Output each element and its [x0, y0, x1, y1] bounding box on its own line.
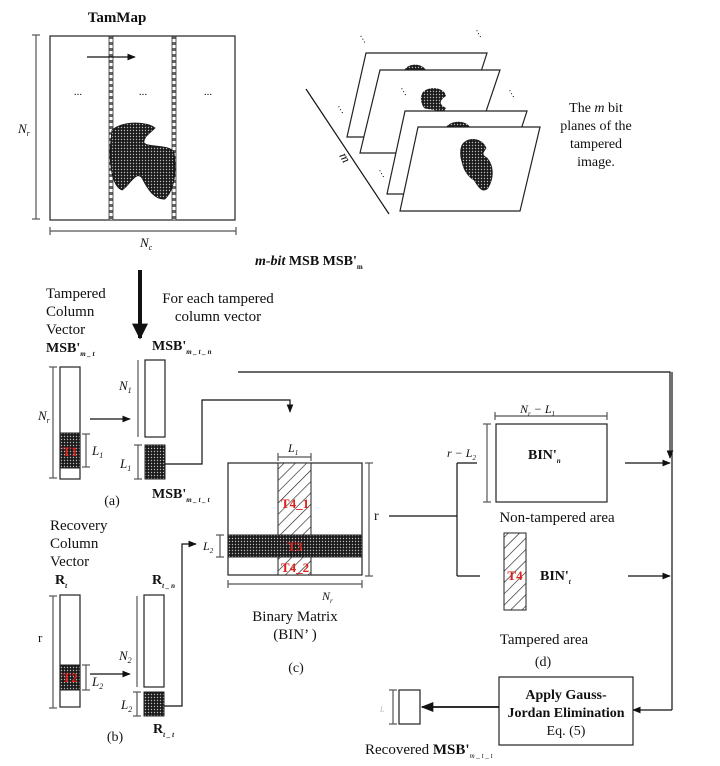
t2-label: T2: [62, 670, 77, 685]
panel-d-label: (d): [535, 655, 552, 670]
non-tampered-caption: Non-tampered area: [499, 510, 615, 526]
recovery-label-line1: Recovery: [50, 518, 108, 534]
tammap-dots-3: ...: [204, 86, 213, 98]
recovered-group: L Recovered MSB'm _ t _ t: [365, 689, 494, 760]
nr-label-a: Nr: [37, 408, 51, 425]
binary-matrix-caption1: Binary Matrix: [252, 609, 338, 625]
t4-2-label: T4_2: [281, 560, 309, 575]
bitplanes-group: m ··· ··· ··· ··· ··· ··· The m bit plan…: [305, 27, 632, 215]
r-label-b: r: [38, 630, 43, 645]
tampered-region: [109, 122, 176, 200]
bitplanes-caption-line4: image.: [577, 155, 615, 170]
t2-block: [59, 664, 81, 691]
msb-top-name: MSB'm _ t _ n: [152, 339, 212, 356]
connector-a-to-gauss: [238, 371, 674, 459]
r-top-name: Rt _ n: [152, 573, 175, 590]
ellipsis-3: ···: [333, 103, 348, 117]
tammap-rows-label: Nr: [17, 121, 31, 138]
gauss-jordan-box: [498, 676, 634, 746]
tampered-label-line1: Tampered: [46, 286, 106, 302]
tammap-group: TamMap ... ... ... Nr Nc: [17, 10, 237, 252]
panel-c-label: (c): [288, 661, 304, 676]
r-nontampered-vector: [143, 594, 165, 688]
tampered-vector-name: MSB'm _ t: [46, 341, 96, 358]
l2-label-b: L2: [91, 674, 103, 691]
ellipsis-2: ···: [471, 27, 486, 41]
t4-label: T4: [507, 568, 523, 583]
n2-label: N2: [118, 648, 132, 665]
panel-a-label: (a): [104, 494, 120, 509]
r-tampered-block: [143, 691, 165, 717]
bin-n-height-label: r − L2: [447, 446, 476, 462]
ellipsis-1: ···: [355, 33, 370, 47]
bitplane-4-region: [460, 139, 493, 191]
l2-label-b2: L2: [120, 697, 132, 714]
tammap-dots-1: ...: [74, 86, 83, 98]
recovered-vector: [398, 689, 421, 725]
tampered-caption: Tampered area: [500, 632, 589, 648]
for-each-line2: column vector: [175, 309, 261, 325]
l1-label-a2: L1: [119, 456, 131, 473]
tammap-column-stripe-1: [108, 35, 114, 221]
bin-t-matrix: [503, 532, 527, 611]
l1-label-c: L1: [287, 441, 298, 457]
t4-1-label: T4_1: [281, 496, 309, 511]
ellipsis-5: ···: [396, 85, 411, 99]
gauss-line2: Jordan Elimination: [507, 706, 624, 721]
panel-b-label: (b): [107, 730, 124, 745]
tammap-cols-label: Nc: [139, 235, 153, 252]
r-label-c: r: [374, 509, 379, 524]
gauss-line1: Apply Gauss-: [525, 688, 607, 703]
l2-label-c: L2: [202, 539, 214, 555]
recovered-caption: Recovered MSB'm _ t _ t: [365, 742, 494, 760]
tammap-dots-2: ...: [139, 86, 148, 98]
bitplanes-caption-line3: tampered: [570, 137, 622, 152]
for-each-line1: For each tampered: [162, 291, 274, 307]
t1-block: [59, 432, 81, 469]
panel-a: Tampered Column Vector MSB'm _ t For eac…: [37, 286, 674, 509]
r-bottom-name: Rt _ t: [153, 722, 175, 739]
l1-label-a: L1: [91, 443, 103, 460]
recovered-dim-label: L: [379, 705, 385, 714]
gauss-jordan-box-group: Apply Gauss- Jordan Elimination Eq. (5): [420, 676, 634, 746]
panel-d: Nr − L1 BIN'n r − L2 Non-tampered area T…: [447, 372, 673, 714]
recovery-label-line3: Vector: [50, 554, 89, 570]
bitplane-m-label: m: [336, 150, 354, 166]
msb-nontampered-vector: [144, 359, 166, 438]
msb-tampered-block: [144, 444, 166, 480]
tammap-title: TamMap: [88, 10, 147, 26]
binary-matrix-caption2: (BIN’ ): [273, 627, 316, 643]
bitplanes-caption-line1: The m bit: [569, 101, 623, 116]
msb-label: m-bit MSB MSB'm: [255, 254, 363, 271]
ellipsis-6: ···: [504, 87, 519, 101]
panel-b: Recovery Column Vector Rt Rt _ n T2 r L2…: [38, 518, 197, 745]
recovery-label-line2: Column: [50, 536, 99, 552]
panel-c: T4_1 T3 T4_2 L1 L2 r Nr Binary Matrix (B…: [202, 441, 457, 676]
tampered-label-line3: Vector: [46, 322, 85, 338]
ellipsis-4: ···: [374, 167, 389, 181]
bin-t-label: BIN't: [540, 569, 572, 586]
n1-label: N1: [118, 378, 132, 395]
t4-column: [277, 462, 312, 576]
nr-label-c: Nr: [321, 589, 333, 605]
tampered-label-line2: Column: [46, 304, 95, 320]
t3-row: [227, 534, 363, 558]
tammap-column-stripe-2: [171, 35, 177, 221]
connector-a-to-c: [165, 399, 294, 465]
t3-label: T3: [287, 539, 303, 554]
msb-bottom-name: MSB'm _ t _ t: [152, 487, 211, 504]
bitplanes-caption-line2: planes of the: [560, 119, 632, 134]
bitplane-2-region: [420, 88, 446, 115]
connector-b-to-c: [164, 540, 197, 707]
bin-n-label: BIN'n: [528, 448, 561, 465]
recovery-vector-name: Rt: [55, 573, 68, 590]
gauss-line3: Eq. (5): [547, 724, 586, 739]
bin-n-width-label: Nr − L1: [519, 402, 555, 418]
t1-label: T1: [62, 444, 77, 459]
bitplane-depth-axis: [305, 88, 390, 215]
bin-n-matrix: [495, 423, 608, 503]
